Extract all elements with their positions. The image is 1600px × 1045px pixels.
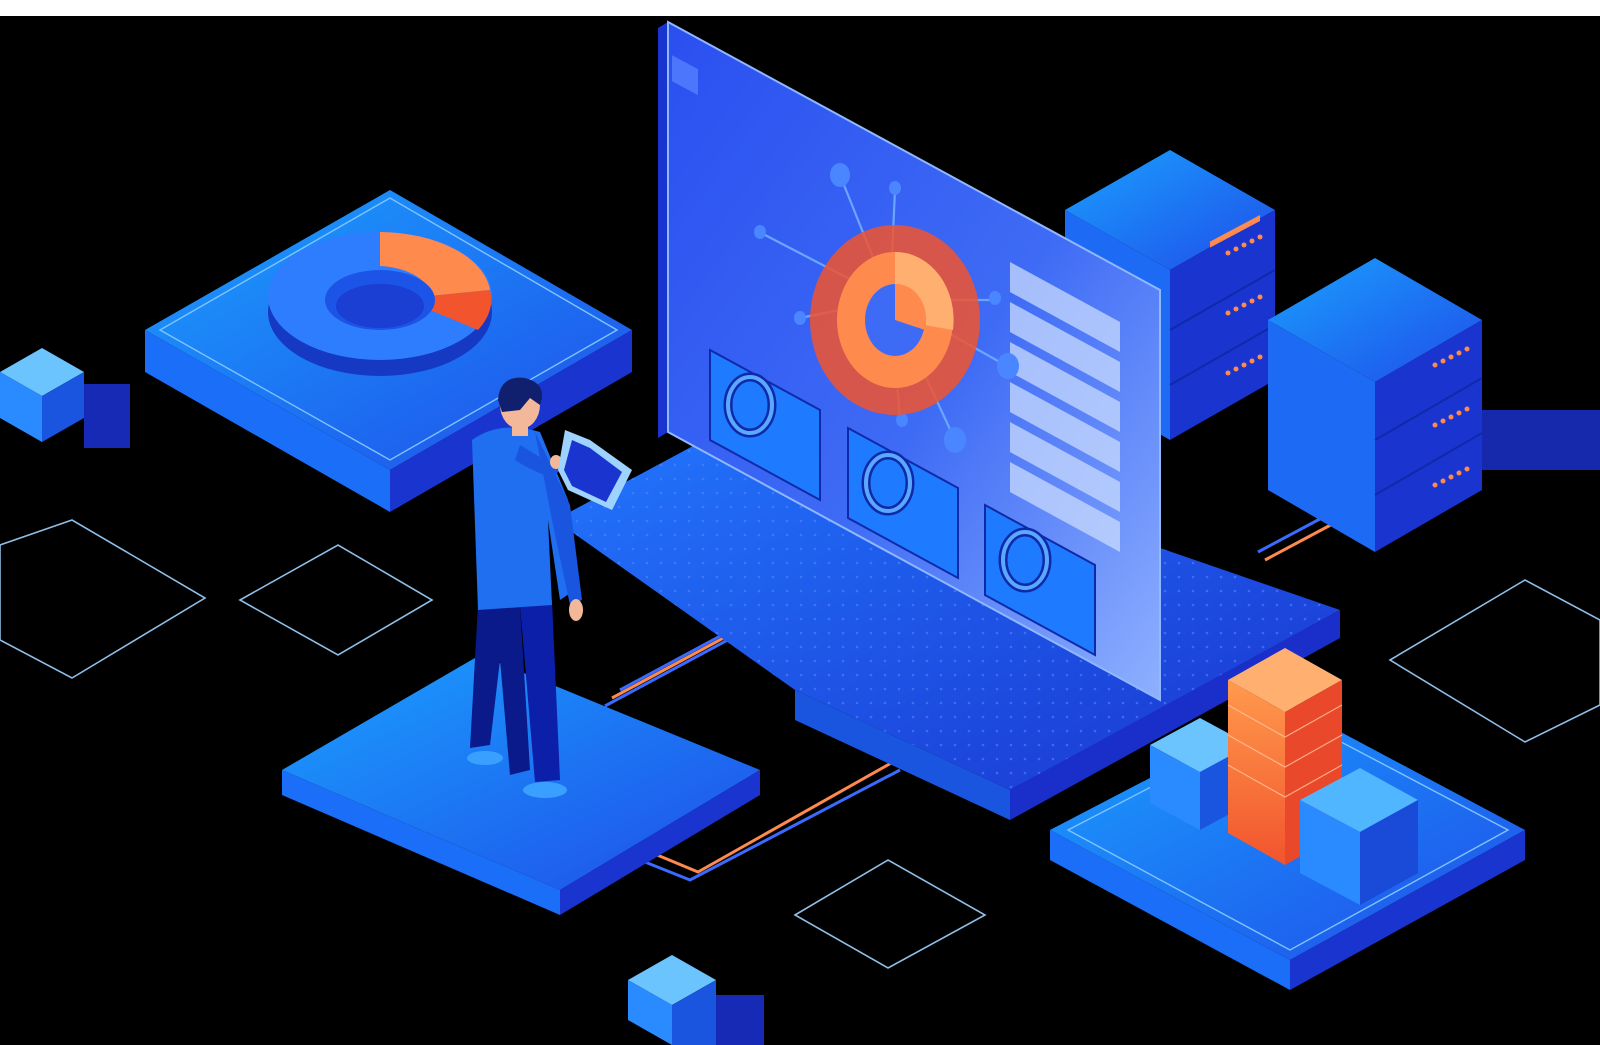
server-rack-right xyxy=(1268,258,1600,552)
top-strip xyxy=(0,0,1600,16)
screen-list-panel xyxy=(1010,262,1120,552)
dashboard-monitor xyxy=(658,20,1161,702)
bar-column-icon xyxy=(1150,648,1418,905)
rack-lights xyxy=(1225,234,1263,376)
gauge-card xyxy=(984,503,1096,657)
outline-tiles xyxy=(0,519,1600,969)
monitor-corner-square xyxy=(672,55,698,96)
person-figure xyxy=(467,377,632,798)
donut-chart-icon xyxy=(268,232,492,376)
main-desk-platform xyxy=(555,410,1340,820)
gauge-card xyxy=(847,426,959,580)
tablet-icon xyxy=(558,430,632,510)
cube-icon xyxy=(0,348,130,448)
gauge-card xyxy=(709,348,821,502)
cube-icon xyxy=(628,955,764,1045)
network-node-icon xyxy=(754,163,1019,453)
person-platform xyxy=(282,655,760,915)
